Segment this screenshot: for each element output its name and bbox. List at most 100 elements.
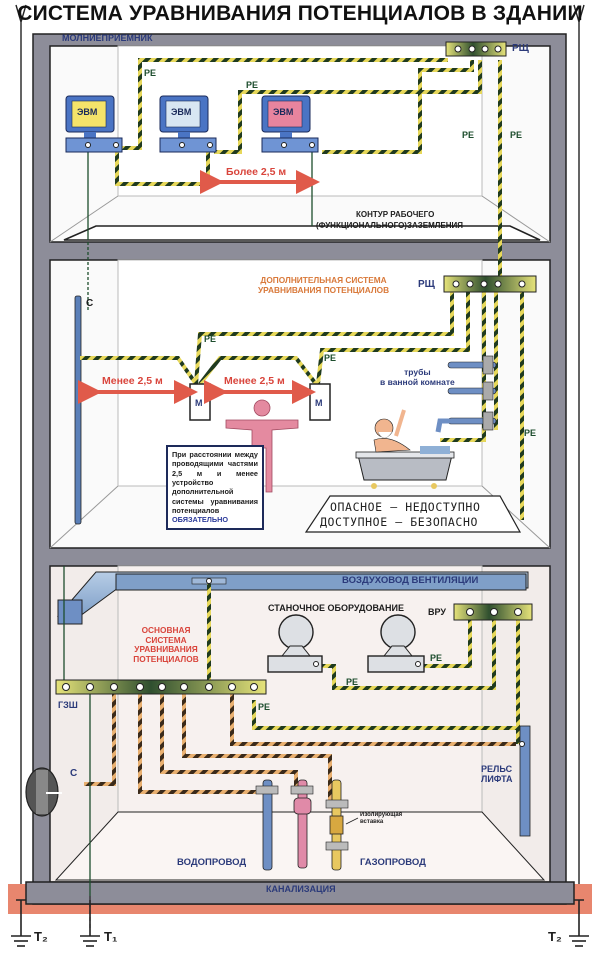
functional-ground-loop: [63, 225, 541, 241]
busbar-terminal: [228, 683, 236, 691]
computer-label: ЭВМ: [77, 107, 98, 117]
pe-label: PE: [204, 334, 217, 344]
bathroom-pipes-label-2: в ванной комнате: [380, 376, 455, 387]
computer-1: [65, 95, 123, 153]
bathtub-with-man: [355, 409, 455, 489]
ground-symbol-right: [569, 900, 589, 947]
main-system-label-3: УРАВНИВАНИЯ: [134, 644, 198, 655]
main-system-label: ОСНОВНАЯ СИСТЕМА УРАВНИВАНИЯ ПОТЕНЦИАЛОВ: [126, 625, 206, 664]
elevator-rail-label-1: РЕЛЬС: [481, 764, 513, 774]
riser-c-ground-label: С: [70, 768, 78, 779]
page-title: СИСТЕМА УРАВНИВАНИЯ ПОТЕНЦИАЛОВ В ЗДАНИИ: [17, 2, 583, 25]
person-figure: [225, 399, 299, 493]
bathroom-pipes-label-1: трубы: [404, 367, 431, 377]
ground-symbol-left-inner: [80, 900, 100, 947]
antenna-left: [15, 4, 27, 900]
busbar-terminal: [136, 683, 144, 691]
computer-label: ЭВМ: [273, 107, 294, 117]
gas-pipe-label: ГАЗОПРОВОД: [360, 857, 426, 868]
middle-panel-label: РЩ: [418, 279, 435, 290]
lightning-rod-label: МОЛНИЕПРИЕМНИК: [62, 33, 153, 43]
machine-tool-left: [267, 614, 323, 673]
ground-loop-label-1: КОНТУР РАБОЧЕГО: [356, 210, 435, 219]
input-panel-vru: [453, 603, 533, 621]
additional-system-label-1: ДОПОЛНИТЕЛЬНАЯ СИСТЕМА: [260, 275, 387, 285]
elevator-rail-label: РЕЛЬС ЛИФТА: [481, 764, 513, 785]
middle-distribution-panel: [443, 275, 537, 293]
ground-label-t2-left: T₂: [34, 929, 48, 944]
main-system-label-4: ПОТЕНЦИАЛОВ: [133, 653, 199, 664]
riser-pipe-c-middle: [74, 295, 82, 525]
pe-label: PE: [462, 130, 475, 140]
busbar-terminal: [158, 683, 166, 691]
distance-less-left-label: Менее 2,5 м: [102, 375, 163, 387]
bathroom-pipes: [435, 355, 497, 433]
pe-label: PE: [346, 677, 359, 687]
mat-text-1: ОПАСНОЕ – НЕДОСТУПНО: [330, 500, 481, 514]
distance-more-label: Более 2,5 м: [226, 166, 287, 178]
ventilation-duct-label: ВОЗДУХОВОД ВЕНТИЛЯЦИИ: [342, 575, 479, 586]
bathroom-pipes-label: трубы в ванной комнате: [380, 367, 455, 388]
water-pipe: [255, 779, 279, 871]
elevator-rail: [519, 725, 531, 837]
busbar-terminal: [86, 683, 94, 691]
computer-label: ЭВМ: [171, 107, 192, 117]
additional-system-label: ДОПОЛНИТЕЛЬНАЯ СИСТЕМА УРАВНИВАНИЯ ПОТЕН…: [258, 275, 390, 295]
machine-tool-right: [367, 614, 425, 673]
top-panel-label: РЩ: [512, 43, 529, 54]
ground-label-t1: T₁: [104, 929, 118, 944]
top-floor-pe-wiring: [115, 58, 502, 280]
busbar-terminal: [62, 683, 70, 691]
antenna-right: [573, 4, 585, 900]
insulating-insert-label-1: Изолирующая: [360, 812, 403, 818]
sewer-label: КАНАЛИЗАЦИЯ: [266, 884, 336, 894]
insulating-insert-label: Изолирующая вставка: [360, 812, 402, 826]
input-panel-label: ВРУ: [428, 607, 446, 617]
distance-rule-note: При расстоянии между проводящими частями…: [166, 445, 264, 530]
sewer-pipe-pink: [290, 779, 314, 869]
mat-text-2: ДОСТУПНОЕ – БЕЗОПАСНО: [320, 515, 478, 529]
main-system-label-2: СИСТЕМА: [145, 634, 187, 645]
gas-pipe: [325, 779, 359, 871]
pe-label: PE: [510, 130, 523, 140]
main-system-label-1: ОСНОВНАЯ: [141, 625, 191, 635]
pe-label: PE: [430, 653, 443, 663]
top-distribution-panel: [445, 41, 507, 57]
riser-c-label: С: [86, 298, 94, 309]
pe-label: PE: [246, 80, 259, 90]
distance-less-right-label: Менее 2,5 м: [224, 375, 285, 387]
main-grounding-wiring: [84, 692, 516, 800]
machine-label-left: М: [195, 398, 203, 408]
busbar-terminal: [110, 683, 118, 691]
foundation-slab: [25, 881, 575, 905]
pe-label: PE: [144, 68, 157, 78]
insulating-insert: [329, 815, 344, 835]
busbar-terminal: [250, 683, 258, 691]
machine-equipment-label: СТАНОЧНОЕ ОБОРУДОВАНИЕ: [268, 603, 404, 613]
additional-system-label-2: УРАВНИВАНИЯ ПОТЕНЦИАЛОВ: [258, 284, 390, 295]
pe-label: PE: [258, 702, 271, 712]
ground-label-t2-right: T₂: [548, 929, 562, 944]
note-emphasis: ОБЯЗАТЕЛЬНО: [172, 515, 229, 525]
warning-mat: [304, 495, 522, 533]
machine-label-right: М: [315, 398, 323, 408]
ground-floor-pe-wiring: [207, 584, 520, 744]
computer-3: [261, 95, 319, 153]
insulating-insert-label-2: вставка: [360, 818, 384, 825]
middle-floor-pe-wiring: [80, 292, 524, 520]
main-bus-label: ГЗШ: [58, 700, 78, 710]
busbar-terminal: [180, 683, 188, 691]
ventilation-duct: [56, 571, 529, 625]
elevator-rail-label-2: ЛИФТА: [481, 774, 513, 785]
computer-2: [159, 95, 217, 153]
ground-symbol-left-outer: [11, 900, 31, 947]
pe-label: PE: [524, 428, 537, 438]
ground-loop-label-2: (ФУНКЦИОНАЛЬНОГО)ЗАЗЕМЛЕНИЯ: [316, 221, 463, 230]
note-text: При расстоянии между проводящими частями…: [172, 450, 258, 515]
water-pipe-label: ВОДОПРОВОД: [177, 857, 247, 868]
busbar-terminal: [205, 683, 213, 691]
pe-label: PE: [324, 353, 337, 363]
riser-c-ground-section: [25, 767, 62, 817]
